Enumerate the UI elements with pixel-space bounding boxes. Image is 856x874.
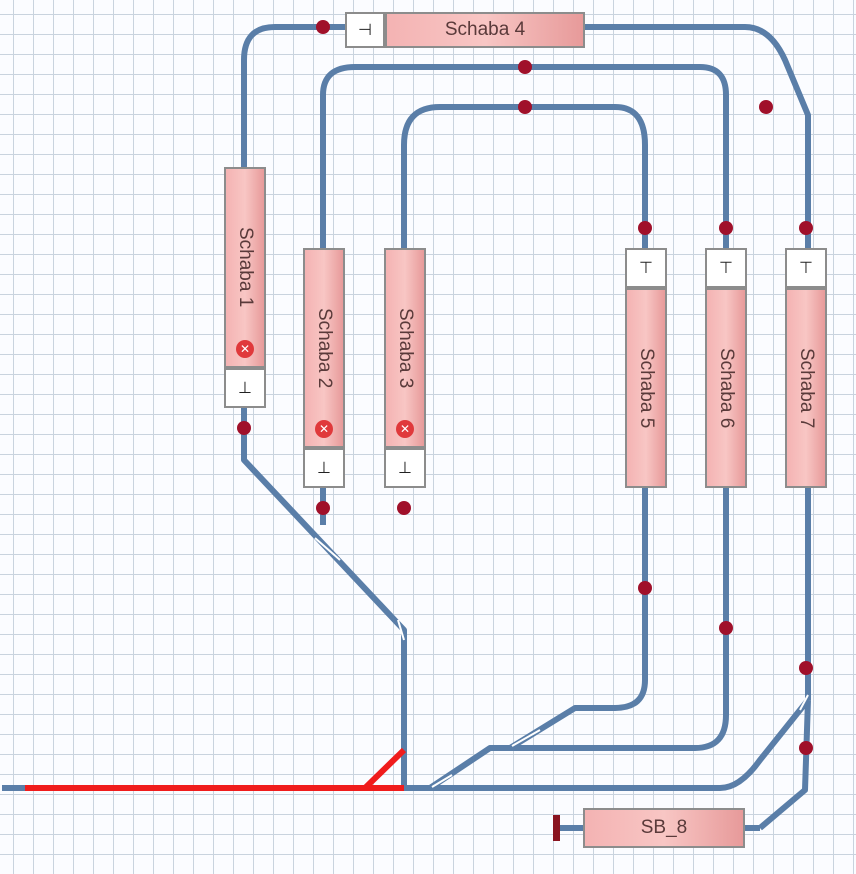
block-schaba-4[interactable]: Schaba 4 — [385, 12, 585, 48]
error-icon: ✕ — [236, 340, 254, 358]
block-schaba-1[interactable]: Schaba 1 — [224, 167, 266, 368]
error-icon: ✕ — [315, 420, 333, 438]
block-label: Schaba 5 — [636, 347, 657, 429]
block-label: Schaba 7 — [796, 347, 817, 429]
error-icon: ✕ — [396, 420, 414, 438]
sensors — [237, 20, 813, 755]
signal-icon[interactable]: ⊣ — [345, 12, 385, 48]
block-label: Schaba 3 — [395, 307, 416, 389]
block-schaba-6[interactable]: Schaba 6 — [705, 288, 747, 488]
signal-icon[interactable]: ⊥ — [303, 448, 345, 488]
block-label: Schaba 6 — [716, 347, 737, 429]
signal-icon[interactable]: ⊤ — [705, 248, 747, 288]
block-label: Schaba 4 — [444, 19, 526, 40]
signal-icon[interactable]: ⊤ — [625, 248, 667, 288]
block-label: SB_8 — [640, 817, 688, 838]
signal-icon[interactable]: ⊥ — [384, 448, 426, 488]
block-schaba-3[interactable]: Schaba 3 — [384, 248, 426, 448]
track-inner-loop — [401, 104, 648, 751]
block-schaba-5[interactable]: Schaba 5 — [625, 288, 667, 488]
block-sb-8[interactable]: SB_8 — [583, 808, 745, 848]
active-route — [25, 747, 407, 791]
block-label: Schaba 2 — [314, 307, 335, 389]
block-schaba-2[interactable]: Schaba 2 — [303, 248, 345, 448]
signal-icon[interactable]: ⊤ — [785, 248, 827, 288]
block-label: Schaba 1 — [235, 227, 256, 308]
track-outer-loop — [2, 24, 811, 831]
block-schaba-7[interactable]: Schaba 7 — [785, 288, 827, 488]
buffer-stop-icon — [553, 815, 560, 841]
signal-icon[interactable]: ⊥ — [224, 368, 266, 408]
